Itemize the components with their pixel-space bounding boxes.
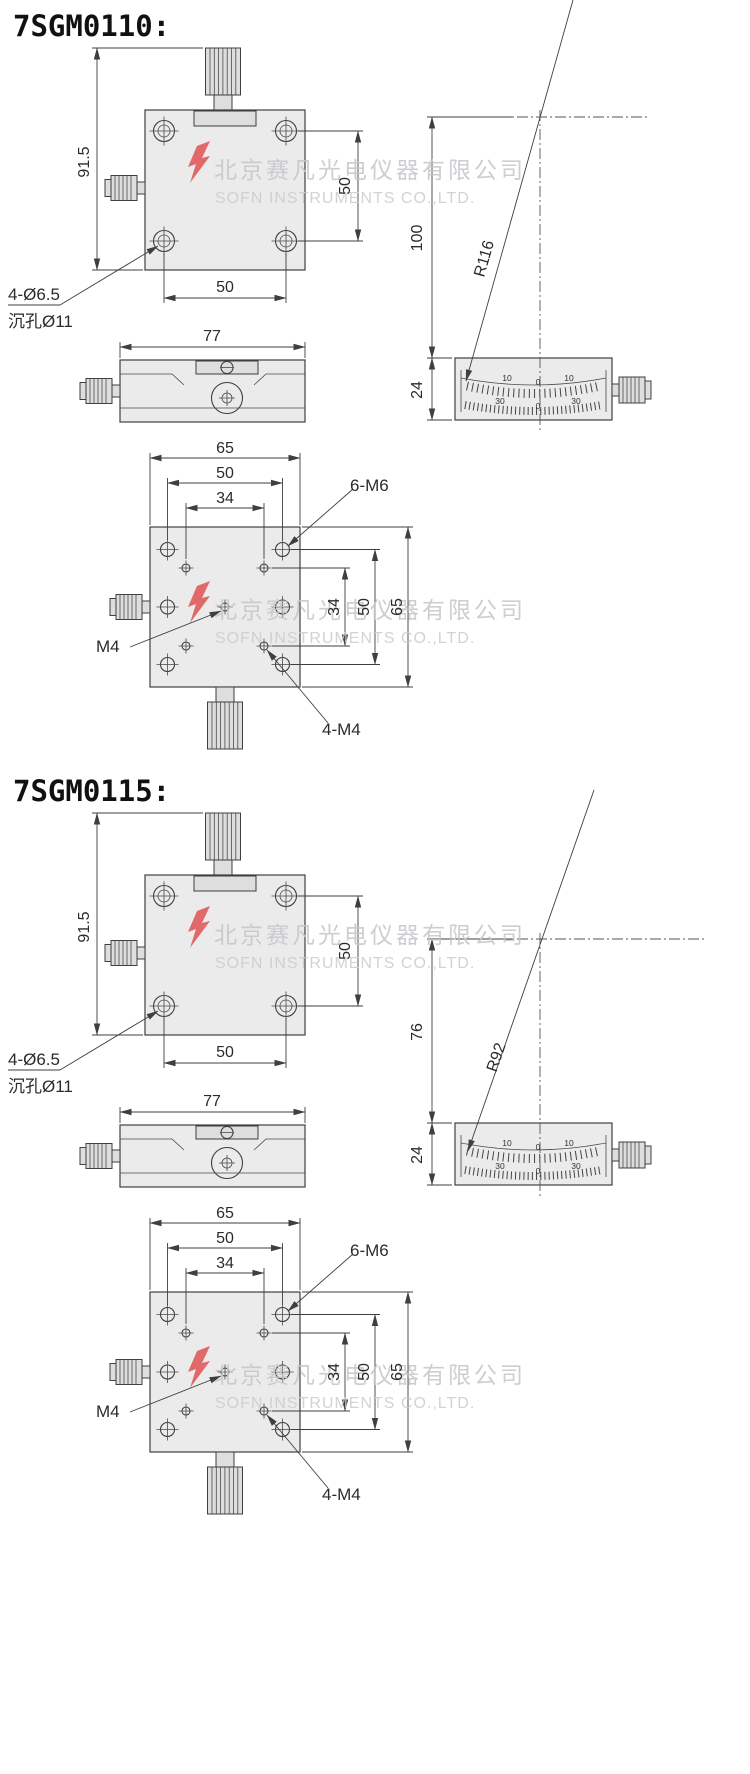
label-m4: M4: [96, 1402, 120, 1421]
dim-right-34: 34: [326, 598, 343, 616]
scale-number: 30: [495, 396, 505, 406]
side-view-base: [455, 1123, 651, 1185]
dim-right-50: 50: [356, 1363, 373, 1381]
side-view-base: [455, 358, 651, 420]
scale-number: 0: [536, 1166, 541, 1176]
dim-hole-spacing-v: 50: [337, 177, 354, 195]
dim-hole-spacing-v: 50: [337, 942, 354, 960]
leader-hole-line1: 4-Ø6.5: [8, 285, 60, 304]
top-view: [80, 1107, 305, 1187]
side-view-lines: [427, 789, 706, 1198]
dim-hole-spacing-h: 50: [216, 1044, 234, 1061]
sofn-logo-icon: [188, 1346, 210, 1388]
scale-number: 0: [536, 1142, 541, 1152]
dim-spacing-50: 50: [216, 1230, 234, 1247]
leader-hole-line2: 沉孔Ø11: [8, 312, 73, 331]
dim-bottom-width: 65: [216, 440, 234, 457]
scale-numbers: 10 0 10 30 0 30: [495, 373, 581, 411]
watermark: 北京赛凡光电仪器有限公司 SOFN INSTRUMENTS CO.,LTD.: [188, 906, 526, 972]
watermark-cn-text: 北京赛凡光电仪器有限公司: [214, 922, 526, 948]
dim-spacing-34: 34: [216, 1255, 234, 1272]
dim-width-77: 77: [203, 328, 221, 345]
model-title: 7SGM0115:: [13, 774, 170, 808]
top-view: [80, 342, 305, 422]
radius-label: R116: [471, 239, 498, 279]
scale-number: 30: [571, 396, 581, 406]
label-4m4: 4-M4: [322, 720, 361, 739]
leader-hole-line2: 沉孔Ø11: [8, 1077, 73, 1096]
dim-right-65: 65: [389, 598, 406, 616]
watermark-en-text: SOFN INSTRUMENTS CO.,LTD.: [215, 955, 475, 972]
scale-number: 10: [564, 1138, 574, 1148]
dim-bottom-width: 65: [216, 1205, 234, 1222]
side-view-lines: [427, 0, 648, 433]
watermark-cn-text: 北京赛凡光电仪器有限公司: [214, 157, 526, 183]
leader-hole-line1: 4-Ø6.5: [8, 1050, 60, 1069]
scale-number: 10: [564, 373, 574, 383]
scale-number: 10: [502, 373, 512, 383]
watermark-en-text: SOFN INSTRUMENTS CO.,LTD.: [215, 1395, 475, 1412]
label-4m4: 4-M4: [322, 1485, 361, 1504]
dim-side-height: 76: [409, 1023, 426, 1041]
dim-right-34: 34: [326, 1363, 343, 1381]
dim-overall-height: 91.5: [76, 146, 93, 177]
dim-right-65: 65: [389, 1363, 406, 1381]
watermark-cn-text: 北京赛凡光电仪器有限公司: [214, 597, 526, 623]
drawing-7SGM0115: 北京赛凡光电仪器有限公司 SOFN INSTRUMENTS CO.,LTD. 北…: [0, 774, 706, 1774]
sofn-logo-icon: [188, 581, 210, 623]
radius-label: R92: [484, 1041, 510, 1074]
watermark: 北京赛凡光电仪器有限公司 SOFN INSTRUMENTS CO.,LTD.: [188, 1346, 526, 1412]
drawing-7SGM0110: 北京赛凡光电仪器有限公司 SOFN INSTRUMENTS CO.,LTD. 北…: [0, 0, 750, 765]
scale-number: 30: [495, 1161, 505, 1171]
scale-number: 0: [536, 401, 541, 411]
watermark-cn-text: 北京赛凡光电仪器有限公司: [214, 1362, 526, 1388]
scale-number: 0: [536, 377, 541, 387]
model-title: 7SGM0110:: [13, 9, 170, 43]
sofn-logo-icon: [188, 906, 210, 948]
watermark: 北京赛凡光电仪器有限公司 SOFN INSTRUMENTS CO.,LTD.: [188, 141, 526, 207]
dim-overall-height: 91.5: [76, 911, 93, 942]
dim-side-height: 100: [409, 225, 426, 252]
dim-spacing-50: 50: [216, 465, 234, 482]
label-6m6: 6-M6: [350, 476, 389, 495]
dim-right-50: 50: [356, 598, 373, 616]
watermark-en-text: SOFN INSTRUMENTS CO.,LTD.: [215, 190, 475, 207]
dim-width-77: 77: [203, 1093, 221, 1110]
dim-base-height: 24: [409, 1146, 426, 1164]
label-m4: M4: [96, 637, 120, 656]
dim-hole-spacing-h: 50: [216, 279, 234, 296]
watermark-en-text: SOFN INSTRUMENTS CO.,LTD.: [215, 630, 475, 647]
scale-number: 30: [571, 1161, 581, 1171]
scale-number: 10: [502, 1138, 512, 1148]
scale-numbers: 10 0 10 30 0 30: [495, 1138, 581, 1176]
watermark: 北京赛凡光电仪器有限公司 SOFN INSTRUMENTS CO.,LTD.: [188, 581, 526, 647]
dim-base-height: 24: [409, 381, 426, 399]
dim-spacing-34: 34: [216, 490, 234, 507]
label-6m6: 6-M6: [350, 1241, 389, 1260]
sofn-logo-icon: [188, 141, 210, 183]
